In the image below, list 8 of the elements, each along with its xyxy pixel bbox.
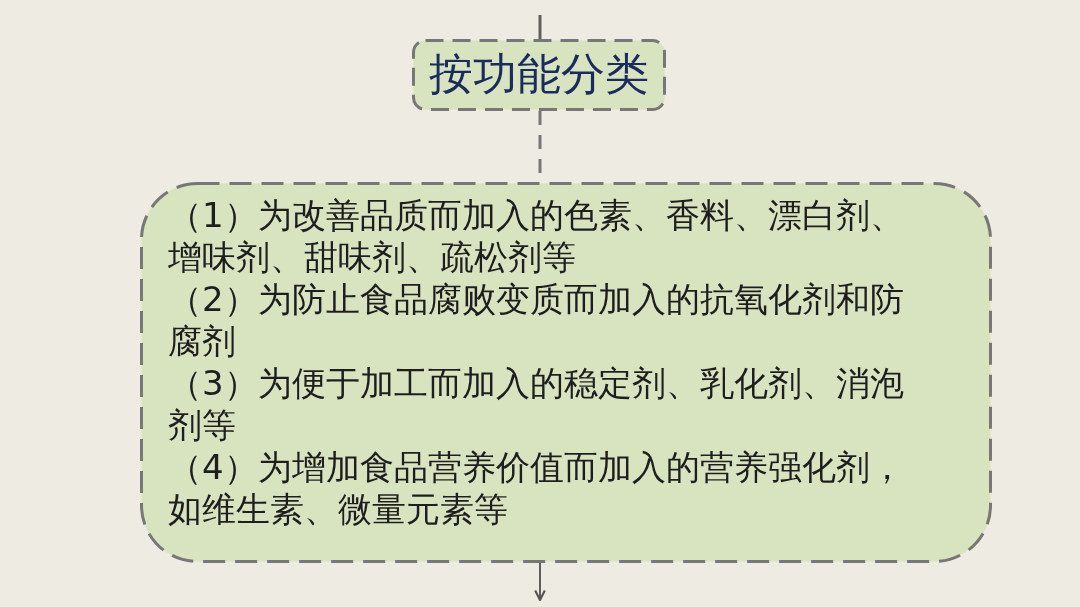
text-panel <box>140 182 992 563</box>
connector-line <box>538 15 542 39</box>
list-item: （4）为增加食品营养价值而加入的营养强化剂，如维生素、微量元素等 <box>168 446 905 530</box>
arrow <box>534 562 546 602</box>
list-item: （1）为改善品质而加入的色素、香料、漂白剂、增味剂、甜味剂、疏松剂等 <box>168 194 905 278</box>
heading-box: 按功能分类 <box>412 39 666 111</box>
list-item: （3）为便于加工而加入的稳定剂、乳化剂、消泡剂等 <box>168 362 905 446</box>
list-item: （2）为防止食品腐败变质而加入的抗氧化剂和防腐剂 <box>168 278 905 362</box>
